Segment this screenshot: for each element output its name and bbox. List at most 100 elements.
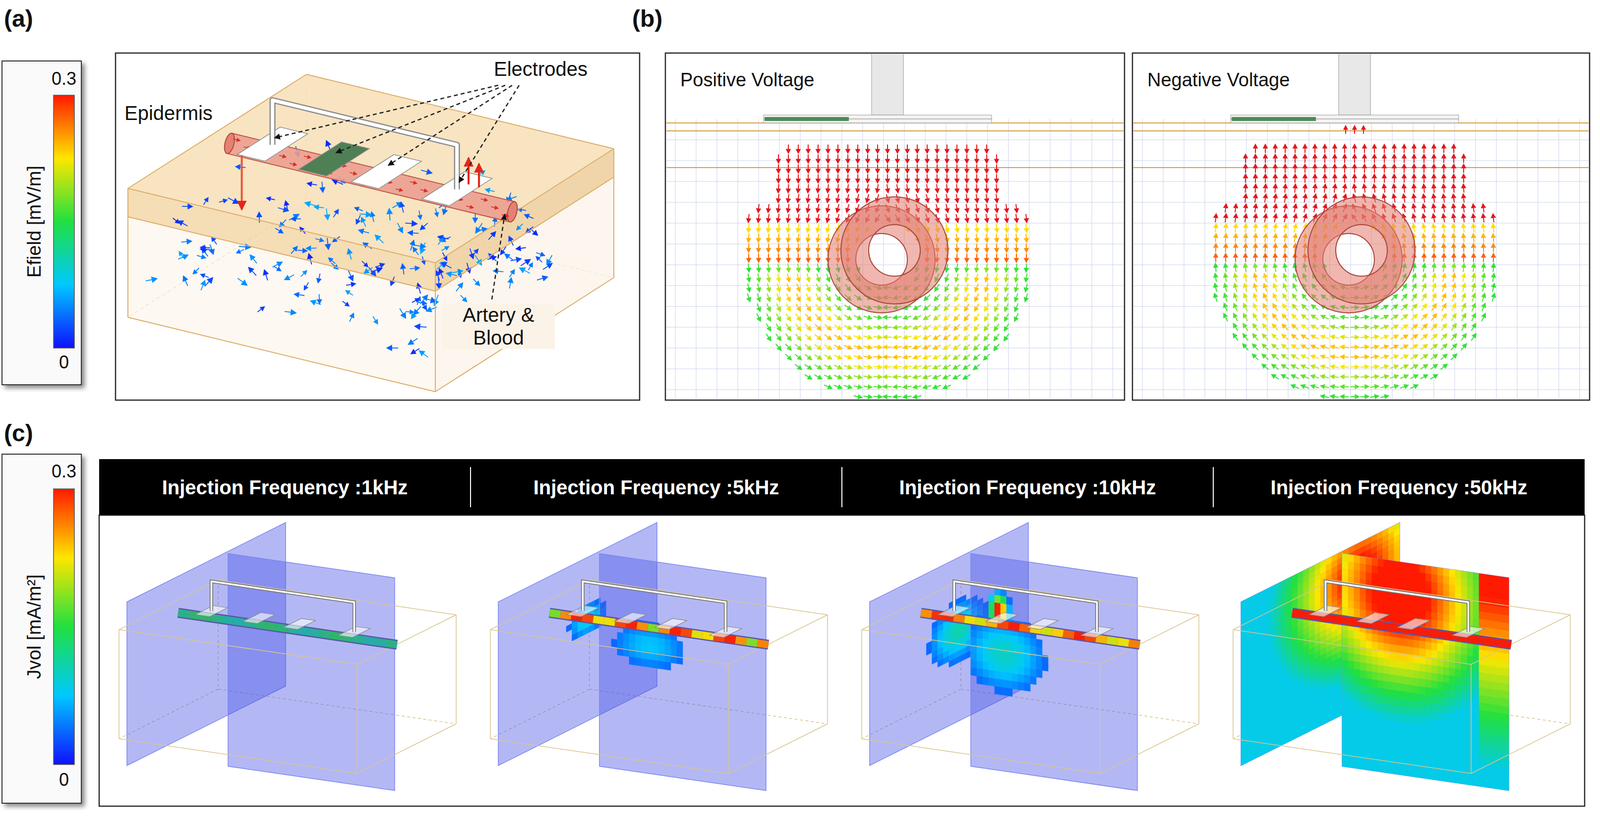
grid-line bbox=[1112, 118, 1114, 400]
efield-vector bbox=[1223, 293, 1228, 302]
current-density-cell bbox=[988, 609, 995, 618]
efield-vector bbox=[1491, 224, 1496, 233]
efield-vector bbox=[974, 323, 980, 331]
efield-vector bbox=[913, 345, 922, 350]
blood-field-arrow bbox=[350, 172, 357, 176]
efield-vector bbox=[1282, 314, 1288, 321]
efield-vector bbox=[1271, 364, 1279, 370]
efield-vector bbox=[1272, 334, 1279, 341]
efield-vector bbox=[785, 323, 791, 331]
efield-vector bbox=[893, 394, 902, 399]
efield-vector bbox=[825, 294, 831, 301]
efield-vector bbox=[1320, 364, 1329, 369]
efield-vector bbox=[865, 194, 870, 203]
current-density-cell bbox=[976, 652, 983, 662]
current-density-cell bbox=[970, 652, 977, 661]
current-density-cell bbox=[1030, 660, 1037, 670]
efield-vector bbox=[1024, 263, 1028, 273]
current-density-cell bbox=[583, 626, 589, 636]
efield-arrow bbox=[358, 229, 370, 234]
efield-vector bbox=[786, 243, 791, 253]
efield-vector bbox=[1332, 154, 1337, 164]
efield-vector bbox=[1432, 273, 1436, 282]
efield-vector bbox=[776, 293, 781, 302]
efield-arrow bbox=[535, 252, 545, 257]
efield-vector bbox=[843, 375, 852, 379]
current-density-cell bbox=[647, 659, 653, 668]
efield-vector bbox=[863, 345, 873, 350]
artery-current-segment bbox=[1008, 625, 1020, 628]
efield-vector bbox=[1380, 315, 1388, 320]
efield-vector bbox=[933, 355, 941, 359]
current-density-cell bbox=[1012, 665, 1019, 675]
current-density-cell bbox=[982, 639, 989, 648]
efield-vector bbox=[814, 374, 823, 379]
efield-vector bbox=[963, 364, 971, 370]
efield-vector bbox=[1282, 303, 1288, 311]
efield-vector bbox=[883, 384, 892, 389]
leader-line bbox=[388, 85, 513, 166]
efield-vector bbox=[1332, 144, 1337, 154]
efield-vector bbox=[1291, 344, 1299, 350]
efield-vector bbox=[1350, 384, 1360, 389]
efield-vector bbox=[1262, 334, 1268, 341]
current-density-cell bbox=[988, 632, 995, 641]
efield-vector bbox=[1461, 303, 1466, 311]
efield-arrow bbox=[408, 230, 419, 236]
current-density-cell bbox=[976, 638, 983, 647]
efield-vector bbox=[853, 375, 863, 379]
efield-vector bbox=[853, 345, 862, 350]
efield-vector bbox=[935, 144, 939, 154]
efield-vector bbox=[796, 174, 801, 183]
efield-vector bbox=[863, 375, 873, 379]
efield-vector bbox=[1273, 164, 1277, 174]
efield-vector bbox=[1283, 253, 1288, 263]
grid-line bbox=[1184, 118, 1185, 400]
efield-vector bbox=[853, 315, 862, 320]
efield-vector bbox=[923, 314, 931, 320]
grid-line bbox=[1133, 160, 1589, 162]
efield-vector bbox=[883, 335, 892, 339]
efield-vector bbox=[1360, 364, 1369, 369]
current-density-cell bbox=[1012, 681, 1019, 690]
efield-vector bbox=[984, 323, 990, 331]
efield-vector bbox=[1263, 174, 1268, 183]
efield-vector bbox=[1412, 273, 1417, 282]
efield-vector bbox=[1223, 303, 1228, 312]
box-edge bbox=[489, 629, 491, 739]
efield-vector bbox=[1422, 184, 1426, 193]
efield-vector bbox=[903, 335, 912, 340]
efield-vector bbox=[806, 194, 810, 203]
efield-vector bbox=[814, 364, 822, 370]
box-edge bbox=[127, 216, 436, 292]
efield-vector bbox=[943, 385, 951, 390]
efield-vector bbox=[1263, 283, 1267, 292]
efield-vector bbox=[835, 144, 840, 154]
efield-vector bbox=[1243, 174, 1248, 183]
efield-vector bbox=[1352, 174, 1357, 183]
efield-vector bbox=[775, 344, 782, 351]
efield-vector bbox=[796, 204, 800, 213]
artery-current-segment bbox=[626, 624, 638, 626]
efield-vector bbox=[893, 355, 902, 359]
efield-vector bbox=[974, 243, 979, 253]
efield-vector bbox=[1431, 194, 1436, 203]
current-density-cell bbox=[1000, 687, 1007, 696]
box-edge bbox=[218, 580, 457, 615]
current-density-cell bbox=[1030, 638, 1037, 647]
efield-vector bbox=[843, 365, 852, 369]
grid-line bbox=[1204, 118, 1206, 400]
leader-line bbox=[336, 85, 506, 153]
efield-vector bbox=[855, 184, 860, 193]
efield-vector bbox=[1360, 384, 1369, 389]
efield-vector bbox=[855, 154, 860, 164]
efield-vector bbox=[1271, 374, 1279, 379]
efield-vector bbox=[994, 243, 999, 253]
efield-vector bbox=[984, 273, 989, 283]
efield-vector bbox=[1344, 125, 1348, 134]
blood-field-arrow bbox=[233, 138, 240, 142]
current-density-cell bbox=[572, 632, 578, 642]
efield-arrow bbox=[250, 254, 257, 264]
header-divider bbox=[841, 467, 843, 508]
efield-vector bbox=[795, 313, 801, 321]
